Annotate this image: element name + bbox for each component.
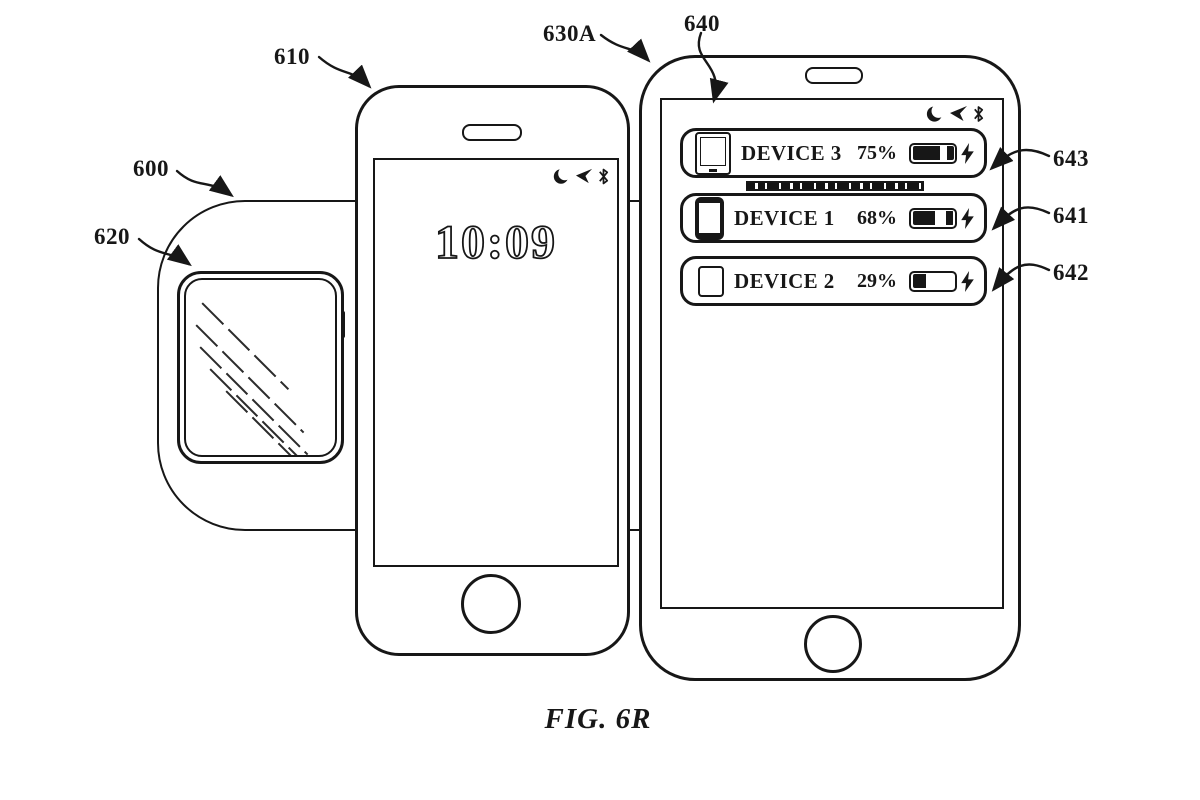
device-name: DEVICE 3 <box>741 140 842 165</box>
ref-label-640: 640 <box>684 11 720 36</box>
location-arrow-icon <box>950 105 967 121</box>
tablet-icon <box>695 131 731 175</box>
earpiece-speaker <box>462 124 522 141</box>
ref-label-642: 642 <box>1053 260 1089 285</box>
status-icons <box>925 103 985 124</box>
glare-line <box>199 346 309 455</box>
device-name: DEVICE 1 <box>734 205 835 230</box>
clock: 10:09 <box>434 215 557 270</box>
moon-icon <box>553 167 572 184</box>
leader-610 <box>317 55 372 89</box>
glare-line <box>201 302 290 391</box>
battery-icon <box>909 207 957 229</box>
status-icons <box>552 166 610 186</box>
ref-label-600: 600 <box>133 156 169 181</box>
battery-percent: 75% <box>857 141 897 164</box>
device-row-device3: DEVICE 3 75% <box>680 128 987 178</box>
leader-630A <box>599 33 651 63</box>
watch-body-icon <box>698 265 724 297</box>
phone-left-screen: 10:09 <box>373 158 619 567</box>
charging-bolt-icon <box>961 207 974 229</box>
figure-caption: FIG. 6R <box>544 703 652 735</box>
ref-label-641: 641 <box>1053 203 1089 228</box>
moon-icon <box>926 104 946 122</box>
device-name: DEVICE 2 <box>734 268 835 293</box>
ref-label-630A: 630A <box>543 21 597 46</box>
charging-bolt-icon <box>961 270 974 292</box>
charging-bolt-icon <box>961 142 974 164</box>
ref-label-620: 620 <box>94 224 130 249</box>
leader-600 <box>175 169 234 198</box>
bluetooth-icon <box>599 168 609 184</box>
earpiece-speaker <box>805 67 863 84</box>
bluetooth-icon <box>974 105 984 122</box>
battery-percent: 68% <box>857 206 897 229</box>
home-button <box>804 615 862 673</box>
ref-label-610: 610 <box>274 44 310 69</box>
location-arrow-icon <box>575 168 593 183</box>
smartphone-icon <box>695 196 724 240</box>
watch-screen <box>184 278 337 457</box>
battery-icon <box>909 270 957 292</box>
battery-percent: 29% <box>857 269 897 292</box>
ref-label-643: 643 <box>1053 146 1089 171</box>
glare-line <box>209 368 309 455</box>
battery-icon <box>909 142 957 164</box>
scan-artifact <box>746 181 924 191</box>
watch <box>177 271 344 464</box>
home-button <box>461 574 521 634</box>
device-row-device2: DEVICE 2 29% <box>680 256 987 306</box>
device-row-device1: DEVICE 1 68% <box>680 193 987 243</box>
